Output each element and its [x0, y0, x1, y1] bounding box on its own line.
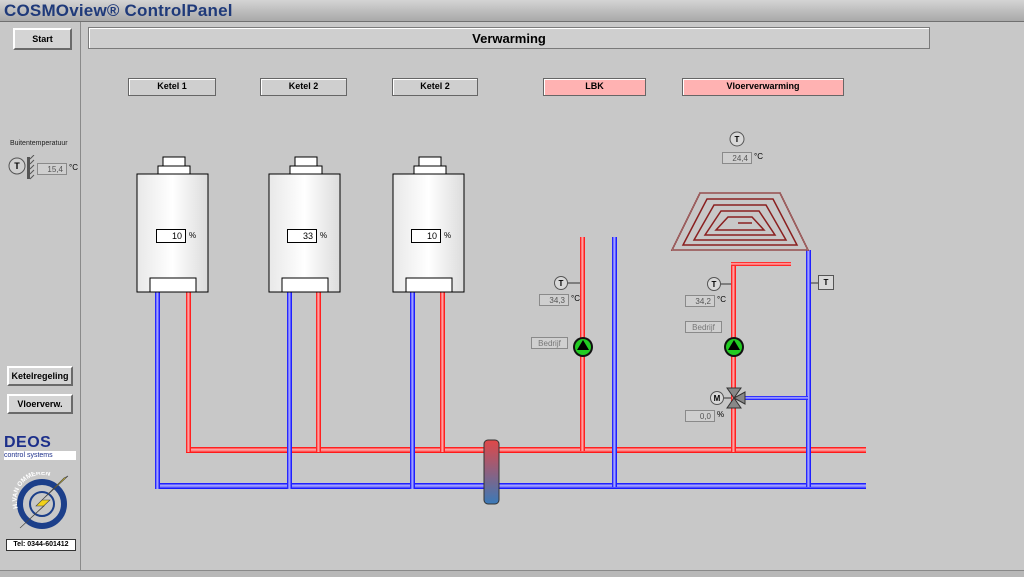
title-bar: COSMOview® ControlPanel — [0, 0, 1024, 22]
boiler2-supply-pipe — [316, 292, 321, 452]
vloer-room-temp-sensor-icon[interactable]: T — [729, 131, 745, 147]
mixing-valve-value: 0,0 — [685, 410, 715, 422]
vloerverw-button[interactable]: Vloerverw. — [7, 394, 73, 414]
vloer-supply-temp-value: 34,2 — [685, 295, 715, 307]
boiler1-return-pipe — [155, 292, 160, 489]
boiler1-power-value: 10 — [156, 229, 186, 243]
vloer-return-sensor-letter: T — [823, 278, 829, 287]
lbk-return-pipe — [612, 237, 617, 487]
deos-logo: DEOS control systems — [4, 435, 76, 461]
svg-text:T: T — [14, 161, 20, 171]
lbk-temp-sensor-icon[interactable]: T — [554, 275, 568, 291]
vloer-supply-top — [731, 262, 791, 266]
boiler2-power-unit: % — [320, 231, 328, 240]
page-header: Verwarming — [88, 27, 930, 49]
mixing-valve-unit: % — [717, 410, 725, 419]
outside-temp-label: Buitentemperatuur — [10, 140, 68, 147]
svg-text:M: M — [714, 394, 721, 403]
status-bar — [0, 570, 1024, 577]
vloer-room-temp-unit: °C — [754, 152, 763, 161]
boiler3-supply-pipe — [440, 292, 445, 452]
vloer-supply-temp-unit: °C — [717, 295, 726, 304]
vloer-supply-temp-sensor-icon[interactable]: T — [707, 276, 721, 292]
label-ketel-2b: Ketel 2 — [392, 78, 478, 96]
vloer-return-pipe — [806, 250, 811, 487]
vloer-bypass-pipe — [740, 396, 808, 400]
boiler-3 — [392, 156, 465, 293]
page-title: Verwarming — [472, 31, 546, 46]
mixing-valve-icon[interactable]: M — [707, 384, 747, 412]
hydraulic-separator — [483, 439, 500, 505]
outside-temp-sensor[interactable]: T — [8, 155, 38, 183]
vloer-supply-pipe — [731, 262, 736, 452]
label-ketel-2a: Ketel 2 — [260, 78, 347, 96]
svg-text:T: T — [559, 279, 564, 288]
lbk-temp-unit: °C — [571, 294, 580, 303]
lbk-temp-value: 34,3 — [539, 294, 569, 306]
app-title: COSMOview® ControlPanel — [4, 1, 233, 20]
lbk-pump-icon[interactable] — [571, 335, 595, 359]
boiler1-power-unit: % — [189, 231, 197, 240]
boiler1-supply-pipe — [186, 292, 191, 452]
label-lbk: LBK — [543, 78, 646, 96]
main-supply-pipe — [186, 447, 866, 453]
boiler-1 — [136, 156, 209, 293]
boiler3-return-pipe — [410, 292, 415, 489]
phone-number: Tel: 0344-601412 — [13, 541, 69, 548]
floor-heating-coil — [670, 192, 810, 251]
ketelregeling-button[interactable]: Ketelregeling — [7, 366, 73, 386]
boiler3-power-value: 10 — [411, 229, 441, 243]
phone-box: Tel: 0344-601412 — [6, 539, 76, 551]
lbk-status: Bedrijf — [531, 337, 568, 349]
svg-text:T: T — [735, 135, 740, 144]
main-return-pipe — [155, 483, 866, 489]
deos-logo-sub: control systems — [4, 451, 76, 460]
boiler-2 — [268, 156, 341, 293]
label-vloerverwarming: Vloerverwarming — [682, 78, 844, 96]
vloer-status: Bedrijf — [685, 321, 722, 333]
outside-temp-unit: °C — [69, 163, 78, 172]
vloer-pump-icon[interactable] — [722, 335, 746, 359]
boiler3-power-unit: % — [444, 231, 452, 240]
vloer-room-temp-value: 24,4 — [722, 152, 752, 164]
svg-text:T: T — [712, 280, 717, 289]
vloer-return-temp-sensor-icon[interactable]: T — [818, 275, 834, 290]
deos-logo-text: DEOS — [4, 434, 52, 451]
boiler2-power-value: 33 — [287, 229, 317, 243]
outside-temp-value: 15,4 — [37, 163, 67, 175]
left-panel — [0, 22, 81, 570]
label-ketel-1: Ketel 1 — [128, 78, 216, 96]
start-button[interactable]: Start — [13, 28, 72, 50]
van-ommeren-logo: H.VAN OMMEREN — [12, 472, 69, 529]
boiler2-return-pipe — [287, 292, 292, 489]
